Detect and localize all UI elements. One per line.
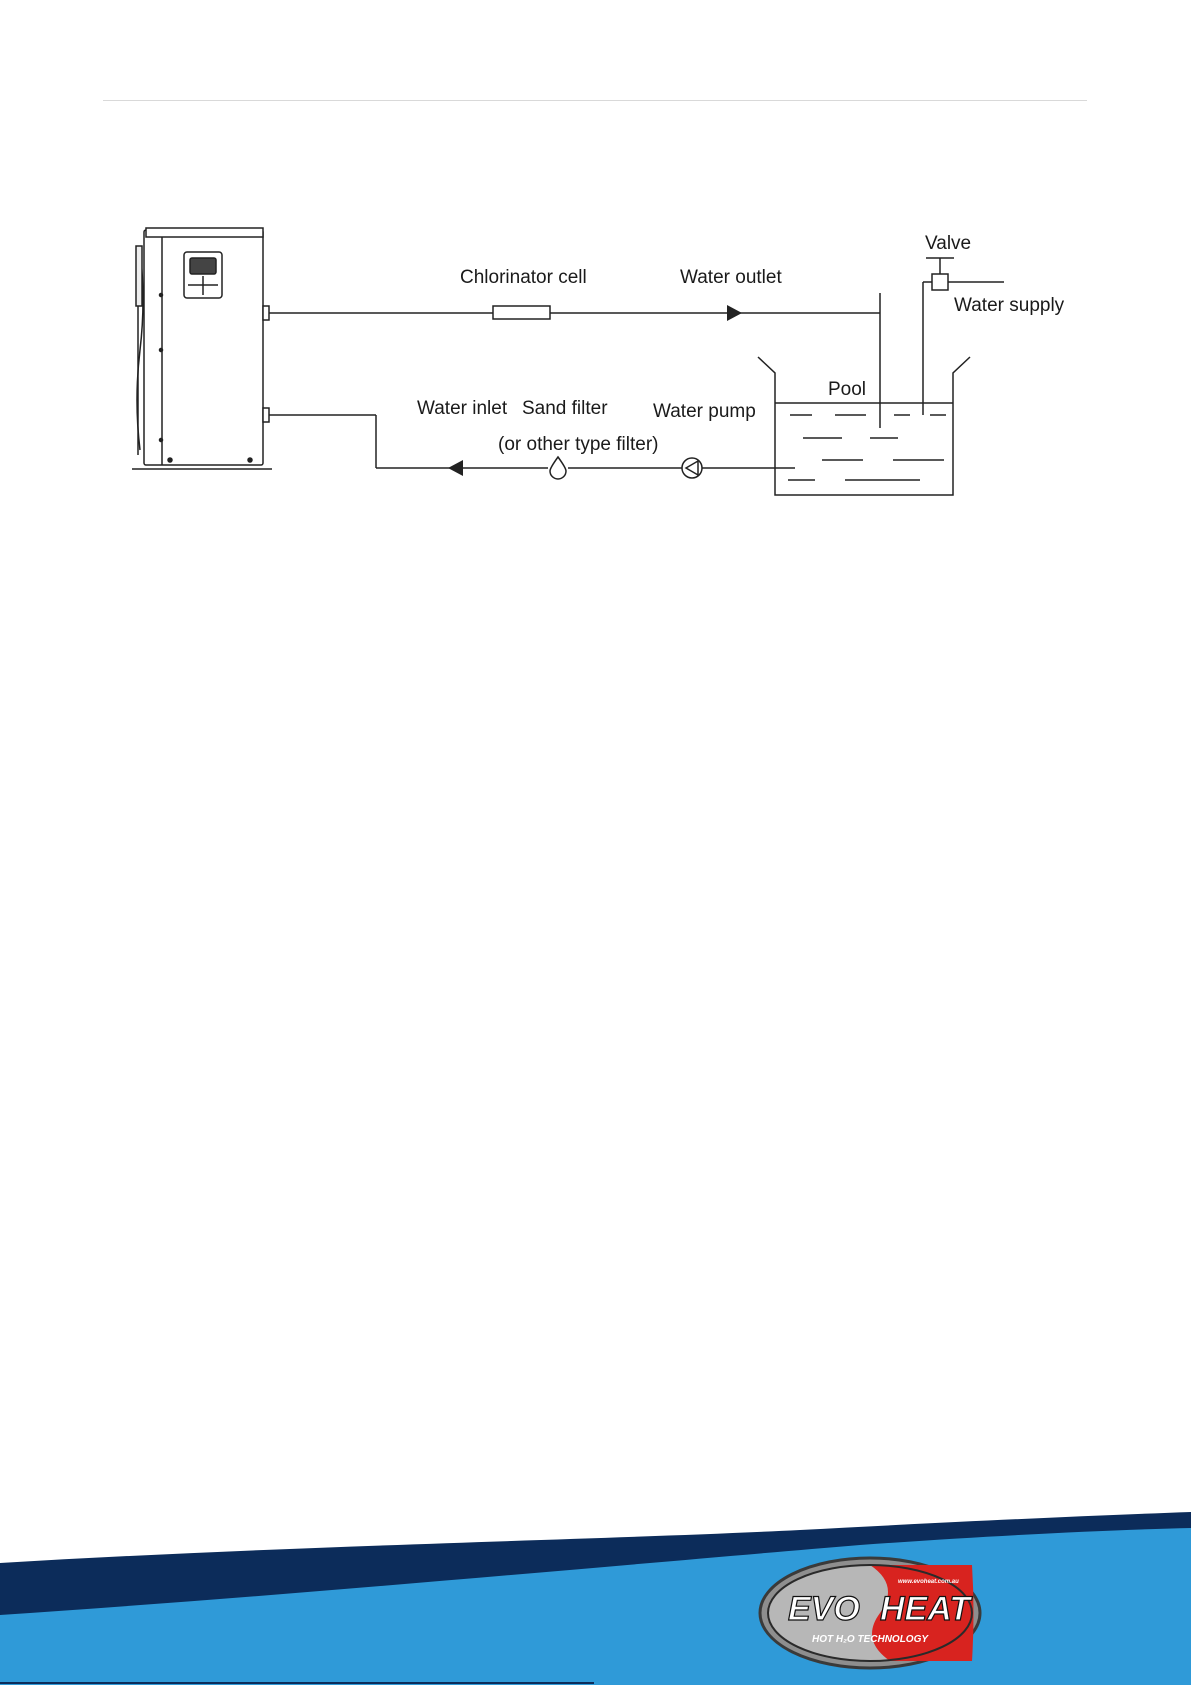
outlet-flow-arrow xyxy=(727,305,742,321)
valve-shape xyxy=(932,274,948,290)
water-pump-label: Water pump xyxy=(653,401,756,422)
logo-tagline: HOT H₂O TECHNOLOGY xyxy=(812,1634,929,1645)
heat-pump-unit xyxy=(132,228,272,469)
pool-basin xyxy=(758,357,970,495)
footer-wave-band xyxy=(0,1512,1191,1685)
inlet-flow-arrow xyxy=(448,460,463,476)
filter-note-label: (or other type filter) xyxy=(498,434,659,455)
water-pump-shape xyxy=(682,458,702,478)
valve-label: Valve xyxy=(925,233,971,254)
sand-filter-label: Sand filter xyxy=(522,398,608,419)
sand-filter-shape xyxy=(550,457,566,479)
water-inlet-label: Water inlet xyxy=(417,398,508,419)
valve-assembly xyxy=(923,258,1004,415)
evoheat-logo: EVO HEAT HOT H₂O TECHNOLOGY www.evoheat.… xyxy=(760,1558,980,1668)
pool-label: Pool xyxy=(828,379,866,400)
chlorinator-label: Chlorinator cell xyxy=(460,267,587,288)
logo-url: www.evoheat.com.au xyxy=(898,1579,959,1585)
logo-heat-text: HEAT xyxy=(880,1590,973,1628)
logo-evo-text: EVO xyxy=(788,1590,860,1628)
water-outlet-label: Water outlet xyxy=(680,267,782,288)
water-supply-label: Water supply xyxy=(954,295,1065,316)
chlorinator-cell-shape xyxy=(493,306,550,319)
